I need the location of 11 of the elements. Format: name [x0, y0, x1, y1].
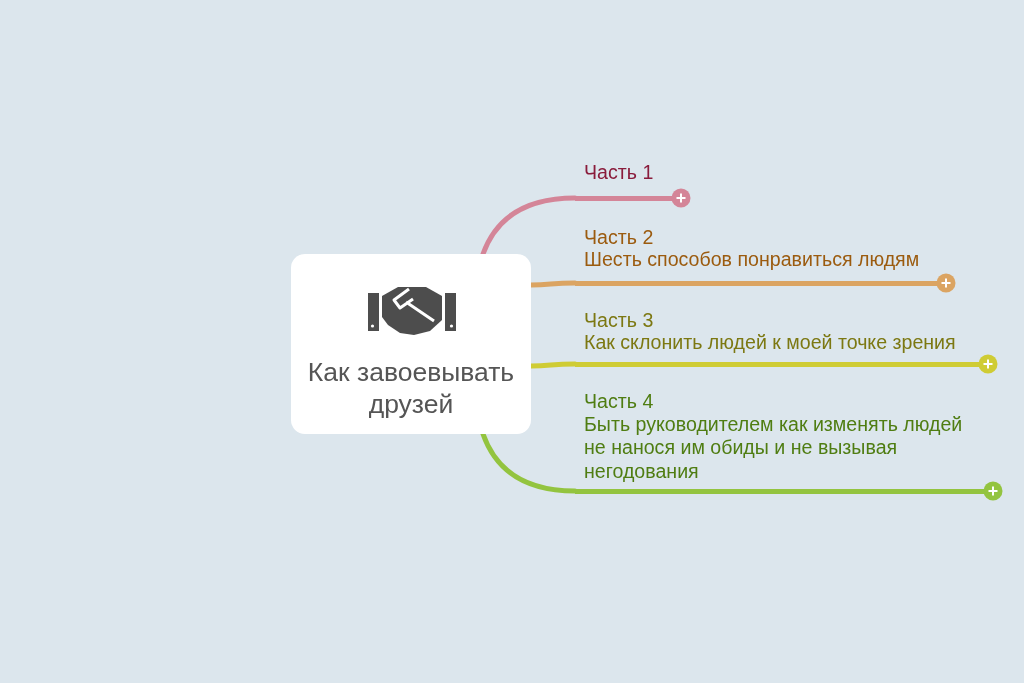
central-topic-card: [291, 254, 531, 434]
part-heading: Часть 3: [584, 309, 655, 331]
part-heading: Часть 2: [584, 226, 655, 248]
topic-title: Как завоевывать друзей: [306, 356, 516, 420]
part-heading: Часть 1: [584, 161, 655, 184]
part-title: Быть руководителем как изменять людей не нанося им обиды и не вызывая негодования: [584, 413, 964, 484]
part-title: Шесть способов понравиться людям: [584, 248, 921, 270]
part-heading: Часть 4: [584, 390, 655, 413]
branch-line: [480, 431, 578, 494]
part-title: Как склонить людей к моей точке зрения: [584, 331, 957, 353]
branch-line: [480, 195, 578, 257]
